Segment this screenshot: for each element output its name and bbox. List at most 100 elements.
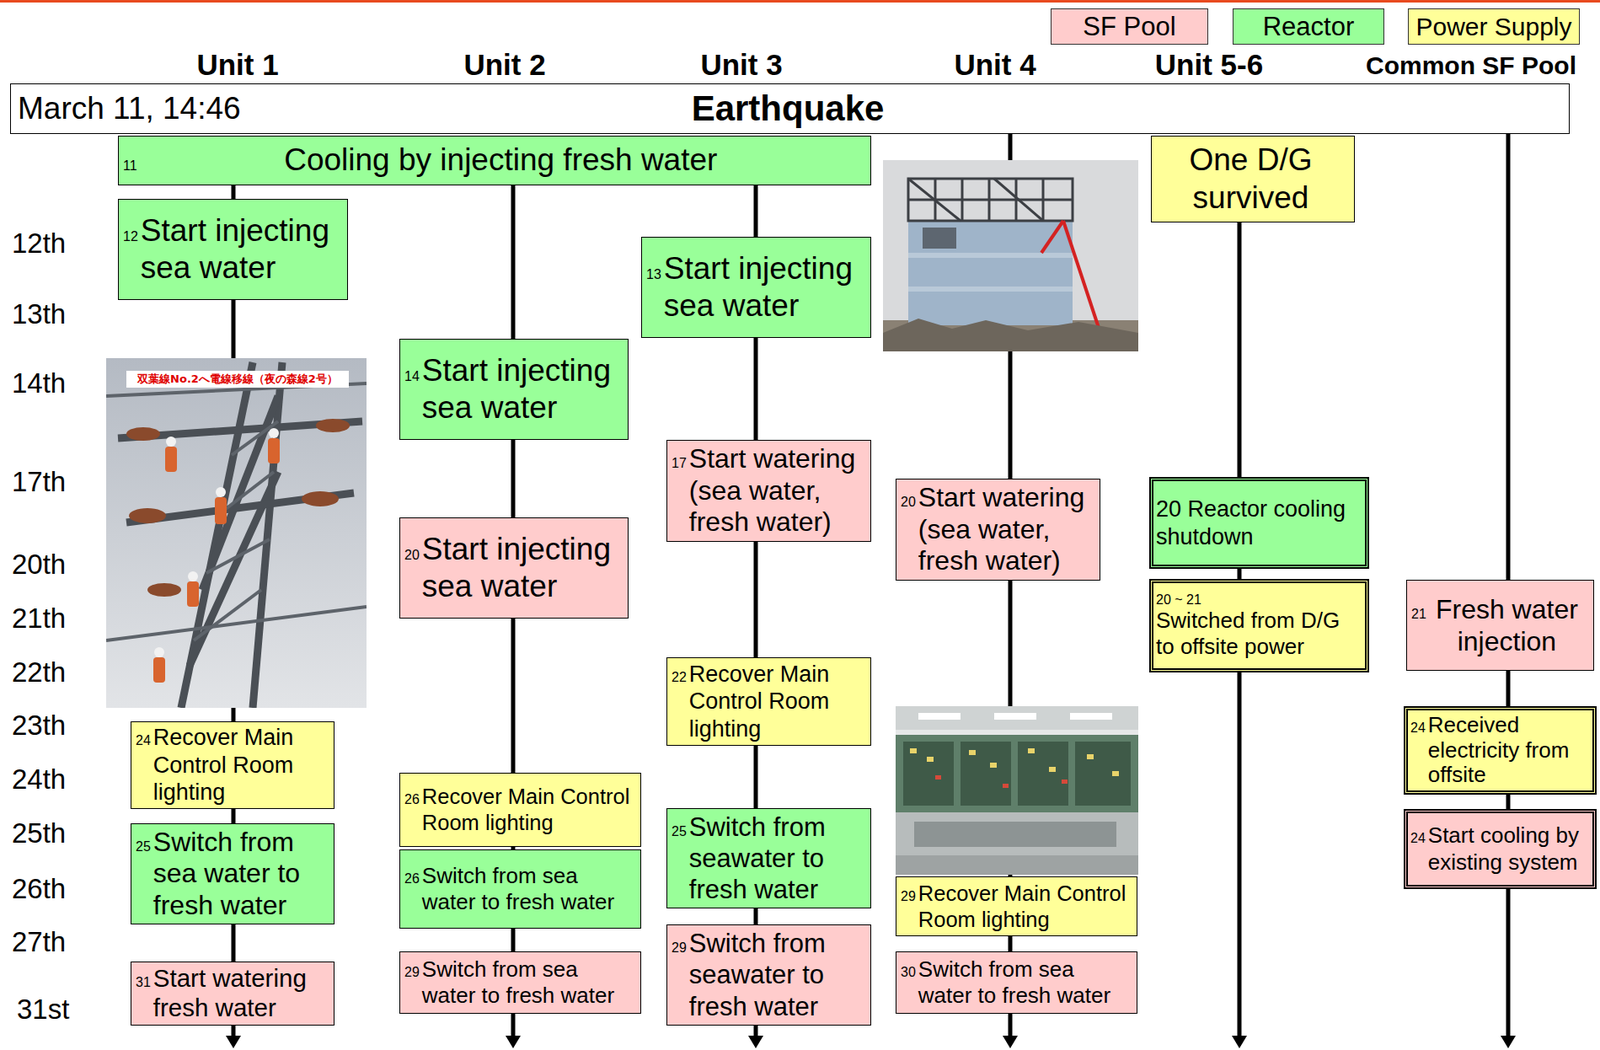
timeline-segment: [754, 908, 759, 925]
text-row: 12Start injecting sea water: [123, 212, 339, 288]
pool-box: 20Start watering (sea water, fresh water…: [895, 478, 1101, 581]
box-text: Start injecting sea water: [663, 250, 862, 326]
legend-text: Reactor: [1262, 11, 1355, 43]
photo-control-room: [895, 706, 1139, 875]
callout-number: 31: [135, 973, 151, 990]
box-text: Start cooling by existing system: [1428, 822, 1586, 875]
date-text: March 11, 14:46: [17, 90, 241, 127]
box-text: Recover Main Control Room lighting: [918, 880, 1129, 932]
timeline-segment: [1506, 794, 1511, 809]
box-text: 20 Reactor cooling shutdown: [1155, 495, 1359, 551]
text-row: 13Start injecting sea water: [646, 250, 862, 326]
column-header: Unit 1: [102, 47, 373, 83]
power-box: 26Recover Main Control Room lighting: [399, 772, 642, 847]
power-box: 20 ~ 21Switched from D/G to offsite powe…: [1149, 578, 1370, 673]
event-title: Earthquake: [691, 88, 885, 129]
box-text: Start injecting sea water: [422, 352, 620, 428]
text-row: 26Recover Main Control Room lighting: [404, 783, 632, 835]
callout-number: 20: [404, 546, 420, 563]
box-text: Switch from sea water to fresh water: [153, 826, 326, 921]
column-header: Unit 3: [606, 47, 877, 83]
text-row: 20 Reactor cooling shutdown: [1155, 495, 1359, 551]
reactor-box: 14Start injecting sea water: [399, 338, 629, 440]
date-label: 23th: [11, 708, 66, 743]
callout-number: 12: [123, 228, 139, 245]
text-row: 25Switch from sea water to fresh water: [135, 826, 326, 921]
callout-number: 22: [671, 668, 687, 685]
photo-power-line-work: [106, 358, 367, 708]
column-header: Unit 5-6: [1074, 47, 1344, 83]
timeline-segment: [511, 928, 516, 952]
legend-swatch: Reactor: [1232, 8, 1385, 45]
box-text: Recover Main Control Room lighting: [153, 723, 326, 806]
callout-number: 29: [900, 888, 916, 905]
power-box: 22Recover Main Control Room lighting: [666, 657, 872, 746]
date-label: 27th: [11, 925, 66, 959]
text-row: 20 ~ 21Switched from D/G to offsite powe…: [1155, 591, 1359, 661]
box-text: Start watering fresh water: [153, 963, 326, 1023]
box-text: Switch from sea water to fresh water: [422, 956, 632, 1009]
text-row: 26Switch from sea water to fresh water: [404, 862, 632, 916]
reactor-box: 25Switch from seawater to fresh water: [666, 808, 872, 909]
pool-box: 24Start cooling by existing system: [1403, 808, 1597, 889]
callout-number: 26: [404, 791, 420, 808]
box-text: Recover Main Control Room lighting: [689, 660, 862, 743]
photo-damaged-building: [882, 160, 1139, 352]
box-text: Fresh water injection: [1428, 593, 1585, 659]
timeline-segment: [754, 337, 759, 440]
text-row: 31Start watering fresh water: [135, 963, 326, 1023]
text-row: One D/G survived: [1155, 141, 1346, 217]
pool-box: 21Fresh water injection: [1406, 579, 1595, 671]
timeline-segment: [511, 185, 516, 339]
callout-number: 17: [671, 454, 687, 471]
reactor-box: 20 Reactor cooling shutdown: [1149, 476, 1370, 569]
column-header: Common SF Pool: [1336, 50, 1600, 81]
timeline-segment: [231, 924, 236, 962]
callout-number: 21: [1411, 605, 1427, 622]
text-row: 29Switch from sea water to fresh water: [404, 956, 632, 1009]
timeline-segment: [1506, 670, 1511, 707]
text-row: 20Start watering (sea water, fresh water…: [900, 481, 1092, 578]
callout-number: 30: [900, 963, 916, 980]
timeline-segment: [754, 541, 759, 658]
timeline-segment: [1237, 568, 1242, 579]
callout-number: 13: [646, 266, 662, 283]
reactor-box: 25Switch from sea water to fresh water: [130, 823, 335, 925]
pool-box: 30Switch from sea water to fresh water: [895, 951, 1138, 1014]
event-band: March 11, 14:46 Earthquake: [10, 83, 1570, 134]
date-label: 20th: [11, 547, 66, 582]
column-header: Unit 4: [860, 47, 1130, 83]
column-header: Unit 2: [369, 47, 640, 83]
callout-number: 14: [404, 368, 420, 385]
box-text: One D/G survived: [1155, 141, 1346, 217]
pool-box: 29Switch from seawater to fresh water: [666, 924, 872, 1026]
power-box: 24Recover Main Control Room lighting: [130, 721, 335, 809]
timeline-segment: [231, 185, 236, 199]
callout-number: 20: [900, 493, 916, 510]
box-text: Received electricity from offsite: [1428, 712, 1586, 789]
text-row: 24Recover Main Control Room lighting: [135, 723, 326, 806]
legend-text: Power Supply: [1415, 12, 1572, 42]
date-label: 22th: [11, 655, 66, 690]
box-text: Start injecting sea water: [140, 212, 339, 288]
box-text: Switch from sea water to fresh water: [918, 956, 1129, 1009]
callout-number: 20 ~ 21: [1155, 591, 1202, 608]
timeline-segment: [1237, 222, 1242, 477]
date-label: 24th: [11, 762, 66, 797]
timeline-segment: [754, 185, 759, 237]
date-label: 21th: [11, 601, 66, 636]
text-row: 24Received electricity from offsite: [1410, 712, 1586, 789]
callout-number: 29: [404, 963, 420, 980]
box-text: Switch from seawater to fresh water: [689, 927, 862, 1023]
date-label: 31st: [16, 992, 70, 1027]
callout-number: 24: [1410, 829, 1426, 846]
box-text: Start injecting sea water: [422, 530, 620, 606]
power-box: 24Received electricity from offsite: [1403, 706, 1597, 795]
box-text: Cooling by injecting fresh water: [139, 141, 862, 179]
date-label: 12th: [11, 226, 66, 261]
callout-number: 25: [135, 838, 151, 855]
text-row: 14Start injecting sea water: [404, 352, 620, 428]
pool-box: 17Start watering (sea water, fresh water…: [666, 439, 872, 542]
pool-box: 31Start watering fresh water: [130, 961, 335, 1026]
